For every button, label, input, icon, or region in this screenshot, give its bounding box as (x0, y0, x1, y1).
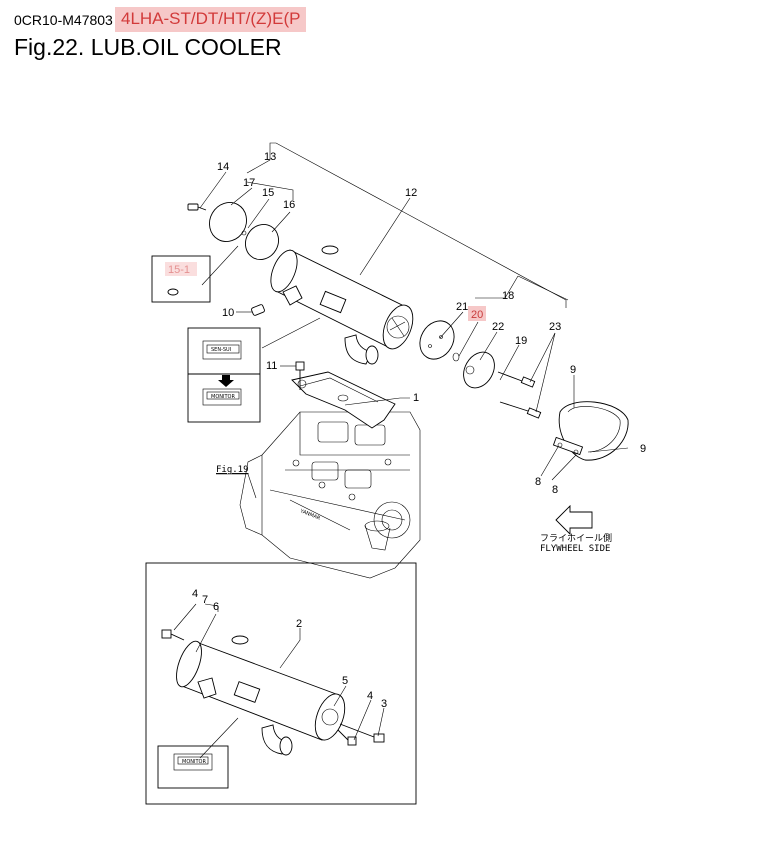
callout-2: 2 (296, 618, 302, 630)
bolts (187, 203, 542, 419)
callout-16: 16 (283, 199, 295, 211)
fig-19-reference[interactable]: Fig.19 (216, 465, 249, 475)
callout-15-1-highlight (165, 262, 197, 276)
plate-text-upper-top: SEN-SUI (211, 347, 231, 353)
callout-19: 19 (515, 335, 527, 347)
callout-17: 17 (243, 177, 255, 189)
document-code: 0CR10-M47803 (14, 12, 113, 28)
callout-4-lower-left: 4 (192, 588, 198, 600)
lower-detail-box[interactable] (145, 562, 417, 805)
leader-lines (199, 142, 629, 499)
callout-18: 18 (502, 290, 514, 302)
label-plate-box-upper[interactable] (187, 327, 261, 423)
callout-22: 22 (492, 321, 504, 333)
page-title: Fig.22. LUB.OIL COOLER (14, 34, 282, 60)
callout-8-left: 8 (535, 476, 541, 488)
callout-1: 1 (413, 392, 419, 404)
callout-21: 21 (456, 301, 468, 313)
callout-9-top: 9 (570, 364, 576, 376)
callout-8-right: 8 (552, 484, 558, 496)
engine-block: YANMAR (239, 411, 421, 579)
callout-13: 13 (264, 151, 276, 163)
callout-7: 7 (202, 594, 208, 606)
model-badge[interactable]: 4LHA-ST/DT/HT/(Z)E(P (115, 7, 307, 32)
callout-20-highlight (468, 306, 486, 321)
oil-cooler-body-upper[interactable] (266, 245, 419, 365)
plate-text-upper-bottom: MONITOR (211, 394, 235, 400)
callout-5: 5 (342, 675, 348, 687)
callout-6: 6 (213, 601, 219, 613)
callout-11: 11 (266, 360, 277, 372)
flywheel-side-en: FLYWHEEL SIDE (540, 544, 610, 554)
callout-4-lower-right: 4 (367, 690, 373, 702)
plate-text-lower: MONITOR (182, 759, 206, 765)
callout-9-right: 9 (640, 443, 646, 455)
callout-15: 15 (262, 187, 274, 199)
callout-12: 12 (405, 187, 417, 199)
callout-14: 14 (217, 161, 229, 173)
end-covers[interactable] (202, 196, 500, 394)
flywheel-side-jp: フライホイール側 (540, 532, 612, 544)
bracket-part-1[interactable] (291, 371, 396, 429)
callout-10: 10 (222, 307, 234, 319)
callout-3: 3 (381, 698, 387, 710)
callout-20[interactable]: 20 (471, 309, 483, 321)
flywheel-arrow (555, 504, 593, 536)
clamp-part-9[interactable] (552, 401, 629, 461)
detail-box-15-1[interactable] (151, 255, 211, 303)
callout-23: 23 (549, 321, 561, 333)
